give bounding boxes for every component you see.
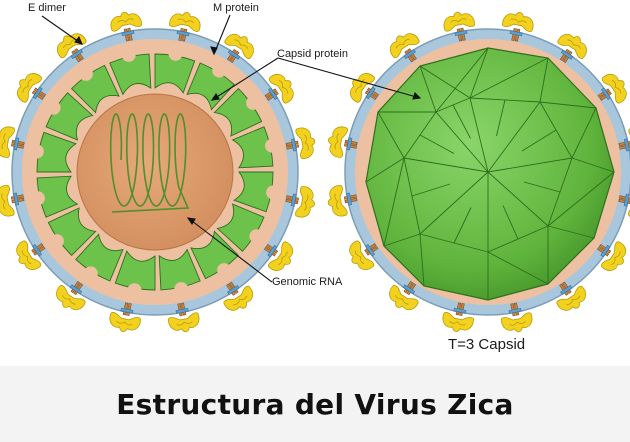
capsid-protein-segment [70, 64, 120, 114]
capsid-facet-edge [487, 101, 541, 173]
capsid-facet-edge [435, 111, 489, 173]
capsid-facet-edge [469, 57, 549, 99]
capsid-facet-edge [547, 225, 595, 239]
capsid-facet-edge [547, 171, 615, 227]
capsid-facets [365, 47, 615, 300]
capsid-protein-segment [158, 248, 201, 291]
capsid-facet-edge [453, 207, 472, 244]
capsid-protein-segment [186, 62, 235, 111]
callout-lines [41, 14, 422, 283]
capsid-protein-segment [36, 175, 79, 218]
capsid-notch [49, 234, 64, 249]
capsid-facet-edge [523, 181, 561, 193]
label-e-dimer: E dimer [28, 2, 66, 14]
capsid-facet-edge [502, 205, 519, 240]
capsid-facet-edge [419, 65, 437, 113]
capsid-facet-edge [419, 233, 425, 287]
capsid-notch [127, 283, 142, 298]
capsid-notch [29, 144, 44, 159]
capsid-notch [83, 266, 98, 281]
capsid-notch [212, 63, 227, 78]
capsid-protein-segment [190, 230, 240, 280]
label-m-protein: M protein [213, 2, 259, 14]
capsid-facet-edge [452, 104, 471, 139]
capsid-notch [246, 95, 261, 110]
capsid-notch [217, 263, 232, 278]
capsid-notch [266, 185, 281, 200]
capsid-protein-segment [47, 207, 97, 257]
capsid-facet-edge [496, 99, 506, 137]
capsid-facet-edge [377, 111, 405, 159]
capsid-facet-edge [521, 129, 557, 152]
capsid-facet-edge [411, 183, 451, 197]
capsid-notch [174, 282, 189, 297]
capsid-notch [265, 138, 280, 153]
capsid-notch [46, 100, 61, 115]
core [76, 93, 234, 251]
capsid-notch [121, 47, 136, 62]
capsid-facet-edge [435, 47, 489, 113]
capsid-facet-edge [383, 233, 421, 247]
figure-title: Estructura del Virus Zica [116, 388, 514, 421]
capsid-facet-edge [487, 171, 549, 227]
virion-cross-section [0, 8, 319, 336]
capsid-facet-edge [571, 107, 597, 159]
capsid-protein-segment [114, 250, 156, 291]
capsid-facet-edge [487, 157, 573, 173]
label-genomic-rna: Genomic RNA [272, 276, 343, 288]
capsid-facet-edge [469, 97, 489, 173]
capsid-protein-segment [75, 233, 124, 282]
capsid-facet-edge [419, 65, 471, 99]
capsid-notch [168, 46, 183, 61]
capsid-notch [78, 66, 93, 81]
capsid-facet-edge [539, 101, 597, 109]
capsid-facet-edge [383, 157, 405, 247]
capsid-protein-segment [36, 131, 77, 173]
capsid-facet-edge [539, 57, 549, 103]
capsid-notch [249, 229, 264, 244]
capsid-protein-segment [45, 92, 94, 141]
capsid-caption: T=3 Capsid [448, 336, 526, 353]
capsid-facet-edge [403, 157, 489, 173]
label-capsid-protein: Capsid protein [277, 48, 348, 60]
capsid-notch [30, 191, 45, 206]
capsid-facet-edge [571, 157, 615, 173]
capsid-facet-edge [487, 251, 549, 285]
capsid-ring [29, 46, 281, 298]
capsid-facet-edge [469, 47, 489, 99]
capsid-protein-segment [216, 203, 265, 252]
genomic-rna-coil [109, 113, 190, 213]
virion-capsid-view [324, 8, 630, 336]
capsid-facet-edge [419, 134, 455, 154]
capsid-protein-segment [213, 87, 263, 137]
capsid-protein-segment [109, 53, 152, 96]
capsid-facet-edge [365, 157, 405, 183]
capsid-protein-segment [231, 126, 274, 169]
capsid-protein-segment [154, 53, 196, 94]
capsid-facet-edge [419, 171, 489, 235]
capsid-protein-segment [233, 171, 274, 213]
